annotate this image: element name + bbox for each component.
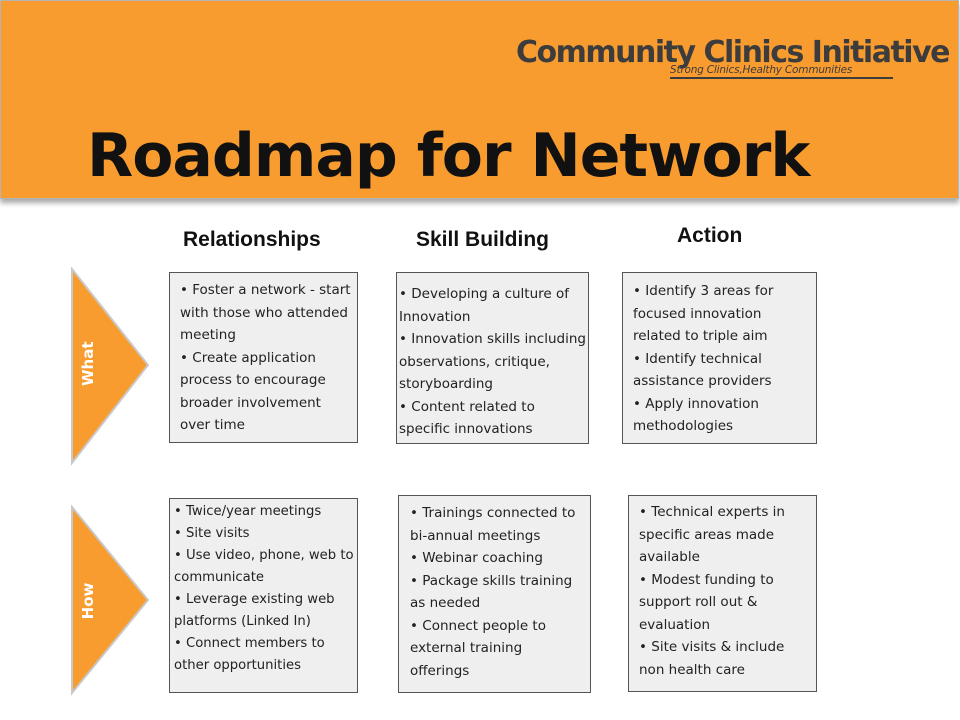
list-item: Apply innovation methodologies <box>633 393 812 438</box>
list-item: Site visits & include non health care <box>639 636 810 681</box>
list-item: Modest funding to support roll out & eva… <box>639 569 810 637</box>
list-item: Technical experts in specific areas made… <box>639 501 810 569</box>
row-triangle-how <box>71 505 150 696</box>
cell-how-relationships: Twice/year meetings Site visits Use vide… <box>169 498 358 693</box>
row-label-what: What <box>79 341 97 386</box>
cell-how-skill-building: Trainings connected to bi-annual meeting… <box>398 495 591 693</box>
cell-what-action: Identify 3 areas for focused innovation … <box>622 272 817 444</box>
column-header-relationships: Relationships <box>183 228 321 251</box>
row-triangle-what <box>71 267 150 466</box>
list-item: Identify 3 areas for focused innovation … <box>633 280 812 348</box>
cell-how-action: Technical experts in specific areas made… <box>628 495 817 692</box>
list-item: Create application process to encourage … <box>180 347 353 437</box>
list-item: Foster a network - start with those who … <box>180 279 353 347</box>
cell-what-skill-building: Developing a culture of Innovation Innov… <box>396 272 589 444</box>
page-title: Roadmap for Network <box>87 121 810 191</box>
logo-underline <box>670 77 893 79</box>
header-banner: Community Clinics Initiative Strong Clin… <box>0 0 959 199</box>
list-item: Site visits <box>174 523 357 545</box>
cell-what-relationships: Foster a network - start with those who … <box>169 272 358 443</box>
list-item: Package skills training as needed <box>410 570 584 615</box>
list-item: Connect members to other opportunities <box>174 633 357 677</box>
logo-name: Community Clinics Initiative <box>516 35 951 70</box>
list-item: Leverage existing web platforms (Linked … <box>174 589 357 633</box>
list-item: Connect people to external training offe… <box>410 615 584 683</box>
list-item: Webinar coaching <box>410 547 584 570</box>
list-item: Use video, phone, web to communicate <box>174 545 357 589</box>
logo-tagline: Strong Clinics,Healthy Communities <box>670 64 853 76</box>
column-header-skill-building: Skill Building <box>416 228 550 251</box>
list-item: Innovation skills including observations… <box>399 328 586 396</box>
list-item: Identify technical assistance providers <box>633 348 812 393</box>
list-item: Developing a culture of Innovation <box>399 283 586 328</box>
list-item: Twice/year meetings <box>174 501 357 523</box>
column-header-action: Action <box>677 224 743 247</box>
row-label-how: How <box>79 582 97 620</box>
list-item: Content related to specific innovations <box>399 396 586 441</box>
list-item: Trainings connected to bi-annual meeting… <box>410 502 584 547</box>
